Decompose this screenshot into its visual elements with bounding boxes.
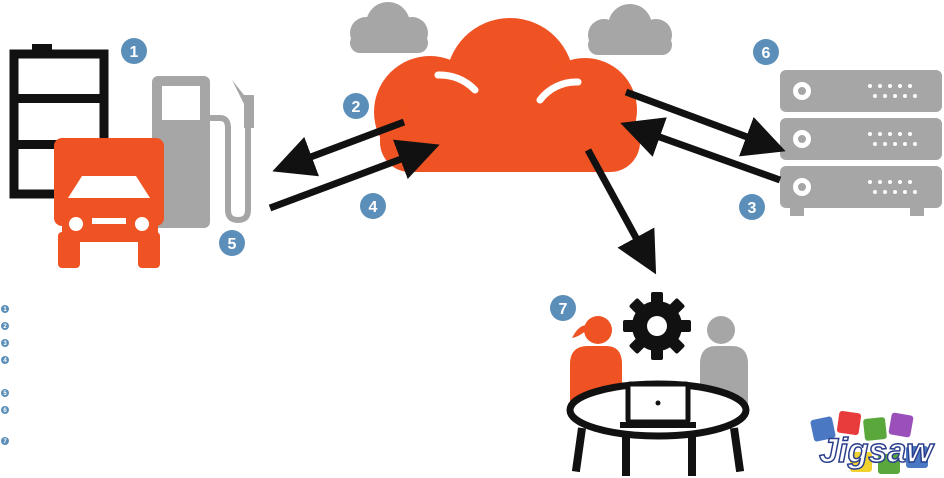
legend-num: 2 bbox=[3, 324, 7, 330]
badge-5: 5 bbox=[219, 230, 245, 256]
fuel-pump-icon bbox=[152, 76, 254, 228]
legend-num: 5 bbox=[3, 391, 7, 397]
server-stack-icon bbox=[780, 70, 942, 216]
gear-icon bbox=[623, 292, 691, 360]
legend-item: 4 bbox=[1, 356, 9, 364]
badge-5-label: 5 bbox=[228, 236, 237, 253]
legend-num: 4 bbox=[3, 358, 7, 364]
badge-4: 4 bbox=[360, 193, 386, 219]
jigsaw-logo: Jigsaw bbox=[810, 410, 936, 474]
legend-num: 3 bbox=[3, 341, 7, 347]
legend-item: 5 bbox=[1, 389, 9, 397]
laptop-icon bbox=[620, 381, 696, 428]
legend: 1 2 3 4 5 6 7 bbox=[1, 305, 9, 445]
badge-2-label: 2 bbox=[352, 99, 361, 116]
small-cloud-left-icon bbox=[350, 2, 428, 53]
legend-item: 3 bbox=[1, 339, 9, 347]
arrow-pump-to-cloud bbox=[268, 139, 440, 212]
badge-6-label: 6 bbox=[762, 45, 771, 62]
badge-3: 3 bbox=[739, 194, 765, 220]
legend-item: 1 bbox=[1, 305, 9, 313]
badge-6: 6 bbox=[753, 39, 779, 65]
arrows bbox=[268, 88, 786, 275]
logo-text: Jigsaw bbox=[819, 432, 935, 470]
arrow-cloud-to-pump bbox=[272, 118, 406, 177]
legend-item: 2 bbox=[1, 322, 9, 330]
badge-7: 7 bbox=[550, 295, 576, 321]
legend-item: 6 bbox=[1, 406, 9, 414]
badge-3-label: 3 bbox=[748, 200, 757, 217]
arrow-cloud-to-meeting bbox=[584, 148, 657, 275]
arrow-cloud-to-server bbox=[624, 88, 786, 157]
legend-num: 6 bbox=[3, 408, 7, 414]
truck-icon bbox=[54, 138, 164, 268]
badge-7-label: 7 bbox=[559, 301, 568, 318]
arrow-server-to-cloud bbox=[620, 117, 782, 184]
legend-num: 1 bbox=[3, 307, 7, 313]
legend-item: 7 bbox=[1, 437, 9, 445]
badge-4-label: 4 bbox=[369, 199, 378, 216]
badge-1: 1 bbox=[121, 38, 147, 64]
cloud-highlights bbox=[434, 71, 582, 104]
badge-2: 2 bbox=[343, 93, 369, 119]
small-cloud-right-icon bbox=[588, 4, 672, 55]
legend-num: 7 bbox=[3, 439, 7, 445]
badge-1-label: 1 bbox=[130, 44, 139, 61]
